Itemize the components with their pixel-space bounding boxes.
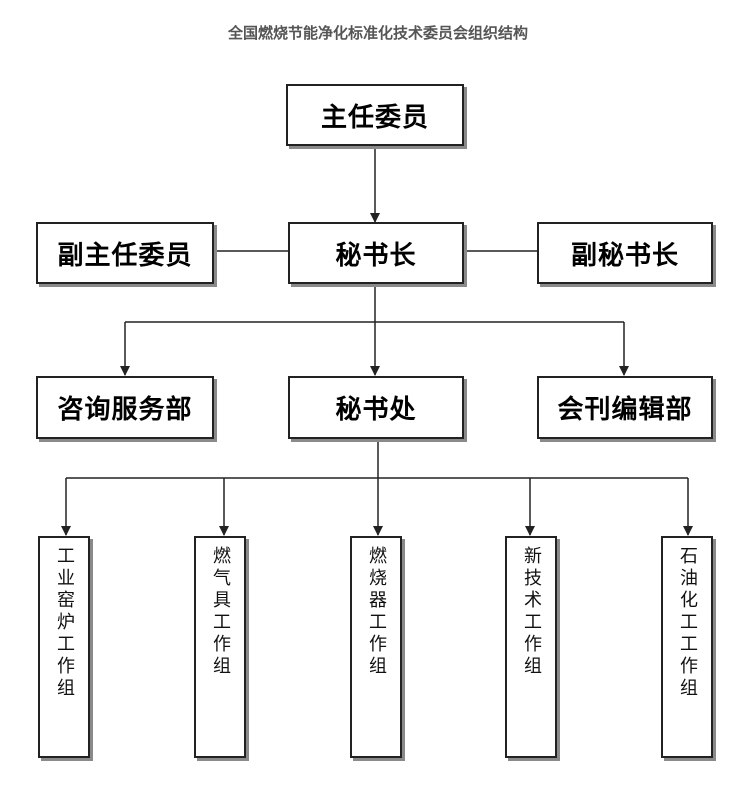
node-group-4: 新技术工作组 bbox=[505, 536, 557, 758]
group-label: 燃气具工作组 bbox=[210, 546, 231, 678]
node-group-2: 燃气具工作组 bbox=[194, 536, 246, 758]
node-group-1: 工业窑炉工作组 bbox=[38, 536, 90, 758]
node-group-3: 燃烧器工作组 bbox=[350, 536, 402, 758]
node-secretary-general: 秘书长 bbox=[288, 222, 464, 284]
node-chair: 主任委员 bbox=[286, 84, 464, 146]
group-label: 燃烧器工作组 bbox=[366, 546, 387, 678]
node-vice-chair: 副主任委员 bbox=[36, 222, 214, 284]
group-label: 新技术工作组 bbox=[521, 546, 542, 678]
node-consulting-dept: 咨询服务部 bbox=[36, 376, 214, 439]
group-label: 工业窑炉工作组 bbox=[54, 546, 75, 700]
node-secretariat: 秘书处 bbox=[288, 376, 464, 439]
node-journal-dept: 会刊编辑部 bbox=[537, 376, 713, 439]
node-group-5: 石油化工工作组 bbox=[661, 536, 713, 758]
page-title: 全国燃烧节能净化标准化技术委员会组织结构 bbox=[227, 24, 528, 42]
group-label: 石油化工工作组 bbox=[677, 546, 698, 700]
node-deputy-secretary-general: 副秘书长 bbox=[537, 222, 713, 284]
